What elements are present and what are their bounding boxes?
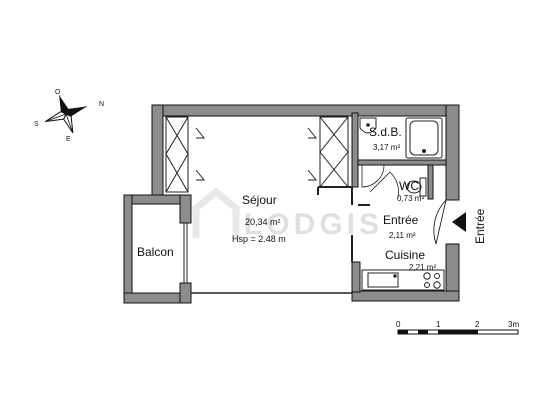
closet-center (307, 116, 352, 195)
entry-partitions (351, 187, 370, 262)
entrance-label: Entrée (473, 208, 487, 244)
sejour-area: 20,34 m² (245, 217, 281, 227)
sejour-label: Séjour (242, 193, 277, 207)
svg-text:LODGIS: LODGIS (244, 208, 383, 241)
compass-n: N (99, 101, 104, 108)
bathroom-sink (359, 117, 377, 134)
scale-label-1: 1 (436, 320, 441, 329)
compass-e: E (66, 136, 71, 143)
bathroom-door (361, 164, 385, 188)
bathtub (405, 117, 443, 159)
compass-o: O (55, 89, 61, 96)
scale-label-3: 3m (508, 320, 519, 329)
wc-area: 0,73 m² (397, 194, 424, 203)
sdb-area: 3,17 m² (373, 143, 400, 152)
toilet (406, 177, 427, 197)
entree-label: Entrée (383, 213, 419, 227)
wc-label: WC (399, 179, 419, 193)
entrance-arrow-icon (452, 212, 466, 232)
walls (123, 104, 460, 304)
cuisine-area: 2,21 m² (409, 263, 436, 272)
closet-left (165, 116, 206, 193)
compass-s: S (34, 121, 39, 128)
watermark-logo: LODGIS (192, 187, 383, 241)
entree-area: 2,11 m² (389, 231, 416, 240)
sdb-label: S.d.B. (369, 125, 402, 139)
scale-label-0: 0 (396, 320, 401, 329)
wc-door (369, 171, 399, 199)
sejour-height: Hsp = 2.48 m (232, 234, 286, 244)
cuisine-label: Cuisine (385, 248, 425, 262)
scale-bar: 0 1 2 3m (396, 320, 519, 335)
scale-label-2: 2 (475, 320, 480, 329)
balcon-label: Balcon (137, 245, 174, 259)
compass-rose: N O S E (34, 89, 104, 143)
kitchen-counter (361, 269, 445, 291)
entrance-door (433, 199, 447, 245)
